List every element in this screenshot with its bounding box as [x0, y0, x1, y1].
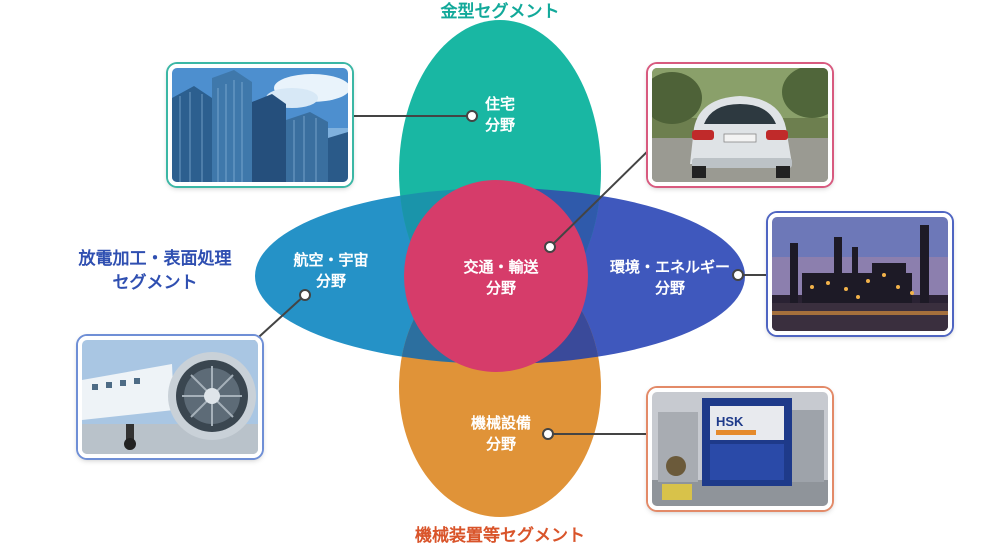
field-aerospace-line1: 航空・宇宙	[293, 251, 369, 269]
field-housing-line1: 住宅	[484, 95, 515, 113]
connector-transport	[549, 143, 656, 248]
transport-ellipse	[404, 180, 588, 372]
field-machinery-line2: 分野	[485, 435, 516, 453]
field-label-transport: 交通・輸送 分野	[446, 257, 556, 299]
connector-aerospace	[249, 294, 306, 346]
segment-label-edm-line1: 放電加工・表面処理	[78, 249, 232, 269]
field-transport-line1: 交通・輸送	[463, 258, 539, 276]
dot-energy	[732, 269, 744, 281]
field-label-machinery: 機械設備 分野	[446, 413, 556, 455]
dot-machinery	[542, 428, 554, 440]
field-energy-line1: 環境・エネルギー	[609, 258, 730, 276]
dot-transport	[544, 241, 556, 253]
field-label-aerospace: 航空・宇宙 分野	[276, 250, 386, 292]
factory-machine-photo: HSK	[648, 388, 832, 510]
field-label-housing: 住宅 分野	[448, 94, 552, 136]
segment-label-edm-line2: セグメント	[112, 273, 198, 293]
segment-label-edm: 放電加工・表面処理 セグメント	[40, 247, 270, 295]
car-photo	[648, 64, 832, 186]
jet-engine-photo	[78, 336, 262, 458]
segment-label-machinery: 機械装置等セグメント	[415, 526, 585, 546]
field-energy-line2: 分野	[654, 279, 685, 297]
field-aerospace-line2: 分野	[315, 272, 346, 290]
dot-housing	[466, 110, 478, 122]
field-label-energy: 環境・エネルギー 分野	[598, 257, 742, 299]
dot-aerospace	[299, 289, 311, 301]
skyscraper-photo	[168, 64, 352, 186]
machine-logo-text: HSK	[716, 414, 744, 429]
power-plant-photo	[768, 213, 952, 335]
field-machinery-line1: 機械設備	[470, 414, 531, 432]
field-housing-line2: 分野	[484, 116, 515, 134]
field-transport-line2: 分野	[485, 279, 516, 297]
segment-label-mold: 金型セグメント	[440, 2, 560, 22]
